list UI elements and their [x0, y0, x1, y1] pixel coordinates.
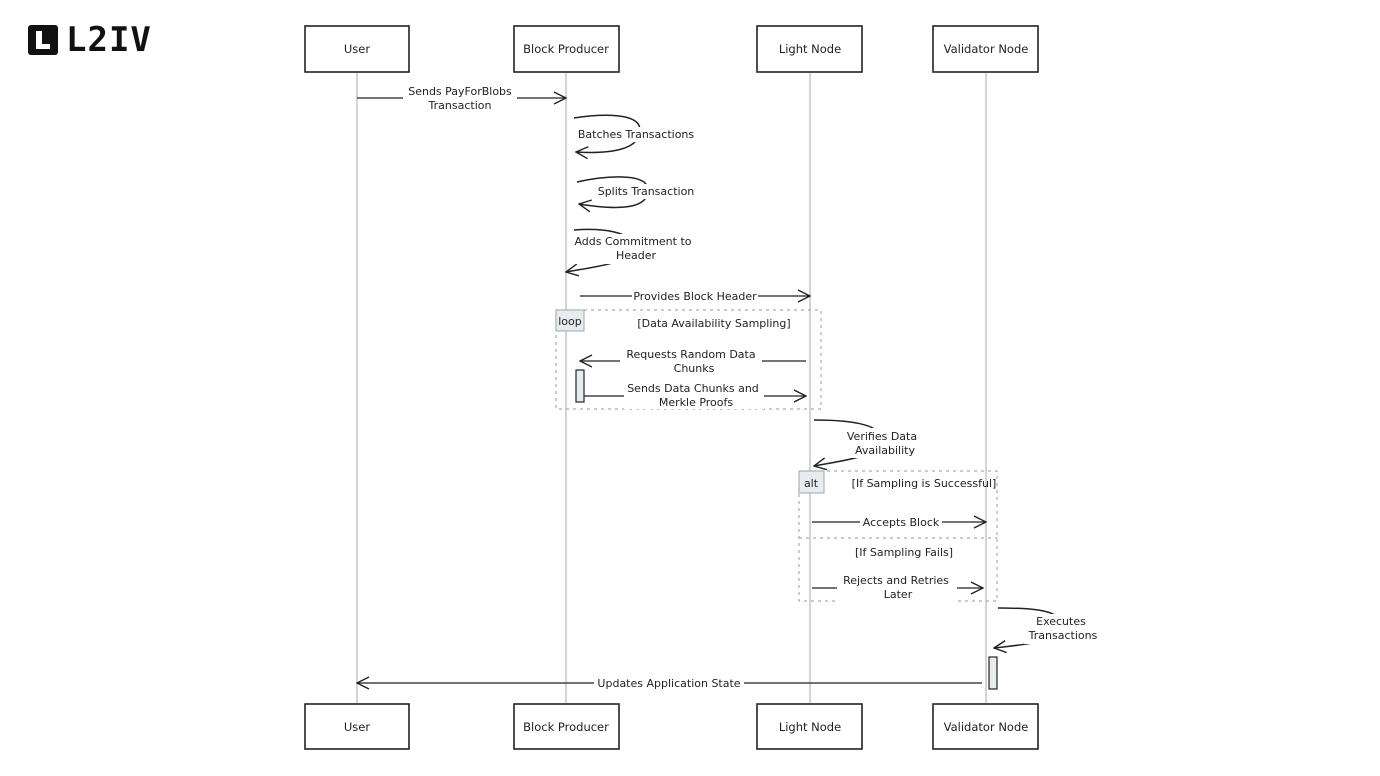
- message-label: Later: [884, 588, 913, 601]
- message-batches-transactions: Batches Transactions: [573, 114, 698, 152]
- message-label: Header: [616, 249, 657, 262]
- message-requests-random-data-chunks: Requests Random Data Chunks: [580, 347, 806, 375]
- actor-label-validator-node: Validator Node: [944, 42, 1029, 56]
- actor-label-validator-node-bottom: Validator Node: [944, 720, 1029, 734]
- message-label: Availability: [855, 444, 915, 457]
- actor-boxes-bottom: User Block Producer Light Node Validator…: [304, 703, 1039, 750]
- logo: L2IV: [28, 20, 152, 60]
- message-label: Batches Transactions: [578, 128, 695, 141]
- message-label: Transaction: [428, 99, 492, 112]
- lifelines: [356, 72, 987, 704]
- message-label: Sends Data Chunks and: [627, 382, 759, 395]
- activation-bar-validator-node: [988, 656, 998, 690]
- message-splits-transaction: Splits Transaction: [576, 176, 698, 208]
- message-sends-payforblobs: Sends PayForBlobs Transaction: [357, 84, 566, 112]
- actor-box-user: [304, 25, 410, 73]
- actor-label-block-producer: Block Producer: [523, 42, 609, 56]
- message-label: Updates Application State: [597, 677, 740, 690]
- loop-condition: [Data Availability Sampling]: [637, 317, 790, 330]
- alt-condition: [If Sampling is Successful]: [852, 477, 997, 490]
- loop-tag: loop: [558, 315, 582, 328]
- message-adds-commitment: Adds Commitment to Header: [566, 228, 692, 272]
- message-executes-transactions: Executes Transactions: [994, 607, 1104, 648]
- message-label: Splits Transaction: [598, 185, 695, 198]
- message-label: Adds Commitment to: [574, 235, 691, 248]
- message-label: Accepts Block: [863, 516, 940, 529]
- message-label: Provides Block Header: [633, 290, 757, 303]
- actor-label-user: User: [344, 42, 370, 56]
- message-label: Executes: [1036, 615, 1086, 628]
- message-label: Merkle Proofs: [659, 396, 734, 409]
- alt-else-condition: [If Sampling Fails]: [855, 546, 953, 559]
- message-label: Requests Random Data: [626, 348, 755, 361]
- actor-box-block-producer: [513, 25, 620, 73]
- message-label: Sends PayForBlobs: [408, 85, 512, 98]
- logo-text: L2IV: [66, 20, 152, 60]
- messages: Sends PayForBlobs Transaction Batches Tr…: [357, 84, 1104, 690]
- actor-box-block-producer-bottom: [513, 703, 620, 750]
- actor-label-block-producer-bottom: Block Producer: [523, 720, 609, 734]
- message-updates-application-state: Updates Application State: [357, 675, 982, 690]
- actor-box-light-node-bottom: [756, 703, 863, 750]
- alt-tag: alt: [804, 477, 819, 490]
- loop-fragment: loop [Data Availability Sampling]: [555, 309, 822, 410]
- actor-label-user-bottom: User: [344, 720, 370, 734]
- actor-box-validator-node-bottom: [932, 703, 1039, 750]
- message-provides-block-header: Provides Block Header: [580, 288, 810, 303]
- activation-bar-block-producer: [575, 369, 585, 403]
- actor-boxes-top: User Block Producer Light Node Validator…: [304, 25, 1039, 73]
- alt-fragment: alt [If Sampling is Successful] [If Samp…: [798, 470, 998, 602]
- message-verifies-data-availability: Verifies Data Availability: [814, 419, 922, 466]
- message-label: Rejects and Retries: [843, 574, 949, 587]
- message-label: Chunks: [674, 362, 715, 375]
- actor-box-user-bottom: [304, 703, 410, 750]
- message-sends-data-chunks: Sends Data Chunks and Merkle Proofs: [584, 381, 806, 409]
- message-accepts-block: Accepts Block: [812, 514, 986, 529]
- actor-label-light-node: Light Node: [779, 42, 841, 56]
- logo-mark-icon: [28, 25, 58, 55]
- message-rejects-and-retries: Rejects and Retries Later: [812, 572, 983, 602]
- message-label: Verifies Data: [847, 430, 917, 443]
- actor-box-light-node: [756, 25, 863, 73]
- message-label: Transactions: [1028, 629, 1098, 642]
- actor-box-validator-node: [932, 25, 1039, 73]
- actor-label-light-node-bottom: Light Node: [779, 720, 841, 734]
